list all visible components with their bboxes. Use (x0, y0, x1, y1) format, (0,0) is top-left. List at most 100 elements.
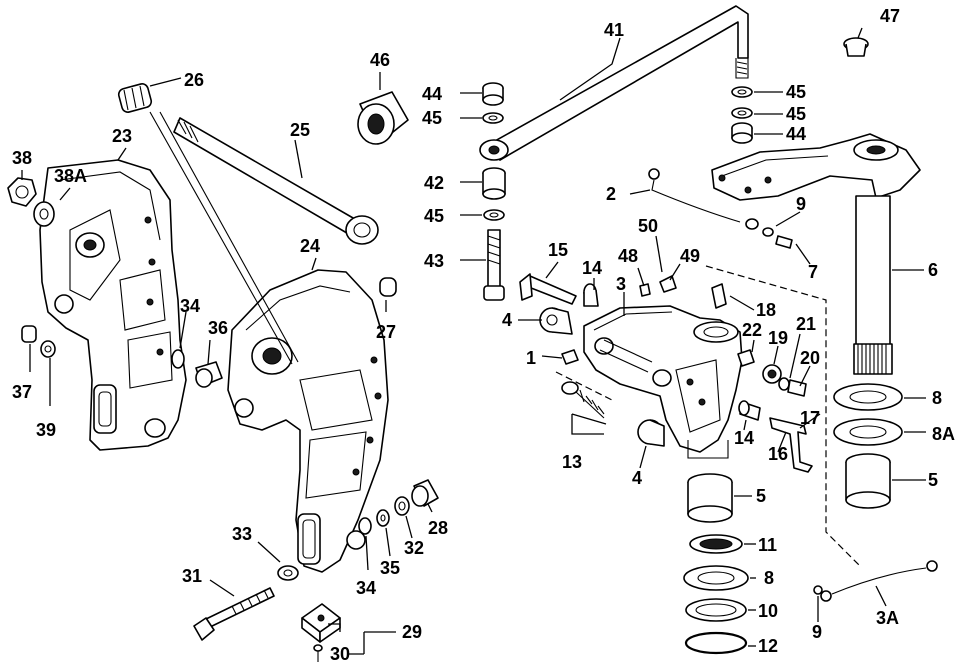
bushing-19 (762, 364, 782, 384)
callout-13: 13 (562, 452, 582, 472)
tilt-tube-25 (173, 117, 379, 245)
steering-arm-6 (711, 133, 921, 375)
lock-assembly-13 (561, 381, 605, 419)
bushing-46 (357, 91, 409, 145)
callout-38: 38 (12, 148, 32, 168)
callout-34-lower: 34 (356, 578, 376, 598)
cap-27 (379, 277, 397, 297)
callout-34-upper: 34 (180, 296, 200, 316)
callout-44-right: 44 (786, 124, 806, 144)
snap-ring-12 (684, 631, 748, 655)
callout-39: 39 (36, 420, 56, 440)
stern-bracket-right (227, 269, 389, 573)
callout-41: 41 (604, 20, 624, 40)
callout-17: 17 (800, 408, 820, 428)
callout-4-upper: 4 (502, 310, 512, 330)
callout-18: 18 (756, 300, 776, 320)
callout-14-upper: 14 (582, 258, 602, 278)
callout-9-lower: 9 (812, 622, 822, 642)
pin-15 (519, 273, 577, 305)
bolt-31 (193, 587, 275, 641)
callout-37: 37 (12, 382, 32, 402)
callout-26: 26 (184, 70, 204, 90)
callout-22: 22 (742, 320, 762, 340)
washer-34-upper (171, 349, 185, 369)
callout-8A: 8A (932, 424, 955, 444)
callout-23: 23 (112, 126, 132, 146)
callout-20: 20 (800, 348, 820, 368)
callout-43: 43 (424, 251, 444, 271)
callout-5-center: 5 (756, 486, 766, 506)
callout-27: 27 (376, 322, 396, 342)
bushing-5-center (687, 473, 733, 523)
steering-link-41 (479, 5, 749, 161)
callout-46: 46 (370, 50, 390, 70)
bushing-14-upper (583, 283, 599, 307)
callout-45-right-top: 45 (786, 82, 806, 102)
callout-32: 32 (404, 538, 424, 558)
callout-31: 31 (182, 566, 202, 586)
bolt-20 (787, 379, 807, 397)
washer-38A (33, 201, 55, 227)
callout-29: 29 (402, 622, 422, 642)
callout-11: 11 (758, 535, 777, 555)
callout-44-left: 44 (422, 84, 442, 104)
screw-30 (313, 644, 323, 662)
callout-45-right-mid: 45 (786, 104, 806, 124)
callout-14-lower: 14 (734, 428, 754, 448)
callout-5-right: 5 (928, 470, 938, 490)
washer-33 (277, 565, 299, 581)
bolt-36 (195, 361, 223, 388)
screw-48 (639, 283, 651, 297)
washer-35 (376, 509, 390, 527)
latch-17 (769, 417, 813, 473)
callout-3: 3 (616, 274, 626, 294)
leader-lines (21, 27, 926, 655)
swivel-bracket-3 (583, 305, 743, 459)
nut-38 (7, 177, 37, 207)
callout-30: 30 (330, 644, 350, 664)
callout-7: 7 (808, 262, 818, 282)
washer-21 (778, 377, 790, 391)
washer-45-left-bottom (483, 209, 505, 221)
callout-45-left-bottom: 45 (424, 206, 444, 226)
fitting-1 (561, 349, 579, 365)
callout-6: 6 (928, 260, 938, 280)
washer-45-left-top (482, 112, 504, 124)
bushing-4-lower (637, 419, 665, 447)
callout-25: 25 (290, 120, 310, 140)
washer-8A (833, 418, 903, 446)
washer-45-right-mid (731, 107, 753, 119)
callout-15: 15 (548, 240, 568, 260)
washer-45-right-top (731, 86, 753, 98)
washer-8-center (683, 565, 749, 591)
callout-8-center: 8 (764, 568, 774, 588)
clamp-plate-29 (301, 603, 341, 643)
bushing-5-right (845, 453, 891, 509)
screw-22 (737, 349, 755, 367)
callout-8-right: 8 (932, 388, 942, 408)
callout-28: 28 (428, 518, 448, 538)
ground-strap-3A (820, 560, 938, 602)
stern-bracket-left (39, 159, 187, 451)
callout-16: 16 (768, 444, 788, 464)
callout-36: 36 (208, 318, 228, 338)
bolt-43 (483, 229, 505, 301)
washer-39 (40, 340, 56, 358)
bushing-26 (117, 83, 153, 113)
callout-10: 10 (758, 601, 778, 621)
bushing-44-right (731, 122, 753, 144)
callout-24: 24 (300, 236, 320, 256)
callout-labels: 26 25 46 23 38 38A 24 27 34 36 37 39 28 … (12, 6, 955, 664)
plate-18 (711, 283, 727, 309)
washer-34-lower (358, 517, 372, 535)
bushing-44-left (482, 82, 504, 106)
callout-38A: 38A (54, 166, 87, 186)
callout-2: 2 (606, 184, 616, 204)
callout-4-lower: 4 (632, 468, 642, 488)
callout-19: 19 (768, 328, 788, 348)
bushing-4-upper (539, 307, 573, 335)
callout-47: 47 (880, 6, 900, 26)
screw-7 (775, 235, 793, 249)
